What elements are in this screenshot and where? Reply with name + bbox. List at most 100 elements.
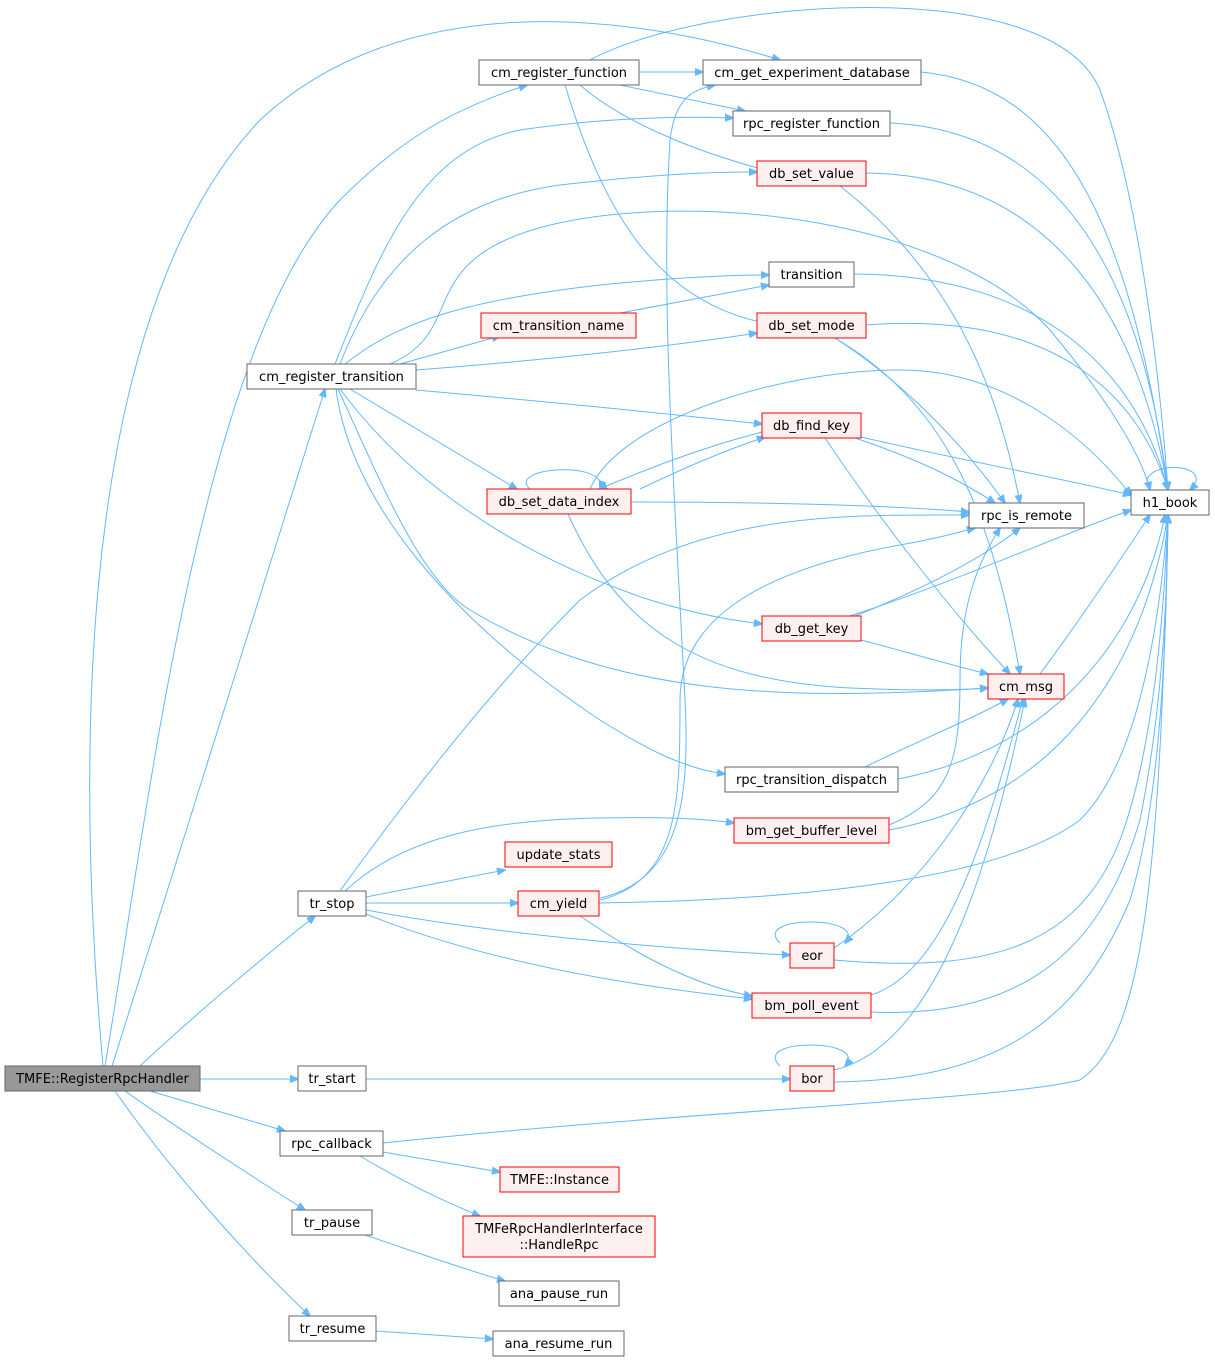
- edge-cm-yield-to-cm-get-experiment-database: [599, 85, 715, 899]
- node-cm-register-function[interactable]: cm_register_function: [478, 59, 640, 86]
- node-tr-stop[interactable]: tr_stop: [297, 890, 367, 917]
- node-update-stats[interactable]: update_stats: [504, 841, 613, 868]
- edge-eor-to-h1-book: [833, 515, 1168, 964]
- node-cm-yield[interactable]: cm_yield: [517, 890, 600, 917]
- node-ana-pause-run[interactable]: ana_pause_run: [498, 1280, 620, 1307]
- node-label: cm_register_transition: [259, 370, 404, 385]
- node-db-set-mode[interactable]: db_set_mode: [756, 312, 867, 339]
- node-tr-start[interactable]: tr_start: [297, 1065, 367, 1092]
- node-label: TMFeRpcHandlerInterface: [474, 1222, 643, 1237]
- node-label: bm_poll_event: [764, 999, 858, 1014]
- node-label: rpc_is_remote: [981, 509, 1072, 524]
- edge-rpc-callback-to-h1-book: [382, 515, 1168, 1144]
- edge-cm-register-function-to-h1-book: [589, 7, 1168, 491]
- node-bor[interactable]: bor: [789, 1065, 835, 1092]
- node-transition[interactable]: transition: [768, 261, 855, 288]
- node-box: [789, 1065, 835, 1092]
- node-box: [751, 992, 872, 1019]
- node-box: [702, 59, 922, 86]
- node-db-get-key[interactable]: db_get_key: [761, 615, 862, 642]
- node-box: [987, 673, 1065, 700]
- node-db-find-key[interactable]: db_find_key: [761, 412, 862, 439]
- node-label: rpc_register_function: [743, 117, 880, 132]
- edge-cm-register-transition-to-rpc-transition-dispatch: [335, 388, 725, 774]
- node-label: db_find_key: [773, 419, 850, 434]
- node-register-rpc-handler[interactable]: TMFE::RegisterRpcHandler: [4, 1065, 201, 1092]
- edge-rpc-callback-to-handle-rpc: [359, 1155, 480, 1216]
- edge-h1-book-to-h1-book: [1146, 467, 1196, 491]
- node-label: cm_register_function: [491, 66, 627, 81]
- node-cm-msg[interactable]: cm_msg: [987, 673, 1065, 700]
- node-tr-resume[interactable]: tr_resume: [288, 1315, 377, 1342]
- node-box: [462, 1215, 656, 1258]
- node-box: [517, 890, 600, 917]
- edge-db-get-key-to-cm-msg: [860, 639, 988, 674]
- node-bm-get-buffer-level[interactable]: bm_get_buffer_level: [733, 817, 890, 844]
- node-label: cm_transition_name: [493, 319, 625, 334]
- edge-cm-yield-to-bm-poll-event: [579, 915, 752, 996]
- node-eor[interactable]: eor: [789, 942, 835, 969]
- node-box: [492, 1330, 625, 1357]
- node-tr-pause[interactable]: tr_pause: [291, 1209, 373, 1236]
- edge-register-rpc-handler-to-tr-stop: [139, 916, 315, 1067]
- node-label: h1_book: [1143, 496, 1198, 511]
- node-box: [504, 841, 613, 868]
- edge-cm-register-transition-to-cm-msg: [337, 388, 988, 695]
- node-label: db_get_key: [775, 622, 849, 637]
- edge-db-set-data-index-to-db-find-key: [639, 437, 765, 490]
- node-rpc-callback[interactable]: rpc_callback: [279, 1130, 384, 1157]
- node-cm-get-experiment-database[interactable]: cm_get_experiment_database: [702, 59, 922, 86]
- edge-cm-register-transition-to-db-set-mode: [415, 333, 757, 371]
- edge-cm-register-transition-to-rpc-register-function: [334, 117, 733, 365]
- node-rpc-register-function[interactable]: rpc_register_function: [732, 110, 891, 137]
- edge-cm-register-function-to-db-set-value: [579, 84, 765, 170]
- edge-bm-poll-event-to-cm-msg: [870, 699, 1023, 996]
- edge-cm-yield-to-h1-book: [598, 515, 1168, 904]
- edge-cm-register-function-to-db-set-mode: [564, 84, 765, 323]
- node-ana-resume-run[interactable]: ana_resume_run: [492, 1330, 625, 1357]
- node-box: [724, 766, 899, 793]
- node-label: cm_msg: [999, 680, 1053, 695]
- node-box: [761, 412, 862, 439]
- edge-db-get-key-to-h1-book: [849, 510, 1131, 617]
- edge-db-find-key-to-rpc-is-remote: [854, 437, 995, 503]
- edge-tr-stop-to-eor: [365, 909, 790, 955]
- node-box: [1130, 489, 1210, 516]
- node-label: db_set_data_index: [499, 495, 620, 510]
- node-label: tr_start: [308, 1072, 355, 1087]
- node-cm-transition-name[interactable]: cm_transition_name: [480, 312, 637, 339]
- edge-cm-register-function-to-rpc-register-function: [619, 84, 745, 111]
- edge-tr-pause-to-ana-pause-run: [364, 1234, 505, 1281]
- edge-eor-to-cm-msg: [833, 699, 1018, 949]
- node-box: [761, 615, 862, 642]
- edge-cm-register-transition-to-db-get-key: [339, 388, 762, 624]
- node-box: [733, 817, 890, 844]
- node-handle-rpc[interactable]: TMFeRpcHandlerInterface::HandleRpc: [462, 1215, 656, 1258]
- node-h1-book[interactable]: h1_book: [1130, 489, 1210, 516]
- edge-db-set-data-index-to-db-set-data-index: [526, 469, 601, 489]
- node-label: transition: [781, 268, 843, 283]
- node-db-set-value[interactable]: db_set_value: [756, 160, 867, 187]
- node-rpc-transition-dispatch[interactable]: rpc_transition_dispatch: [724, 766, 899, 793]
- edge-register-rpc-handler-to-tr-resume: [114, 1090, 310, 1316]
- node-box: [486, 488, 632, 515]
- node-cm-register-transition[interactable]: cm_register_transition: [246, 363, 417, 390]
- edge-bm-get-buffer-level-to-h1-book: [888, 515, 1168, 831]
- edge-cm-register-transition-to-h1-book: [389, 210, 1150, 490]
- node-box: [288, 1315, 377, 1342]
- node-tmfe-instance[interactable]: TMFE::Instance: [499, 1166, 620, 1193]
- edge-cm-register-transition-to-db-set-value: [339, 172, 757, 365]
- node-bm-poll-event[interactable]: bm_poll_event: [751, 992, 872, 1019]
- edge-bor-to-cm-msg: [833, 699, 1025, 1071]
- node-label: tr_stop: [309, 897, 354, 912]
- edge-bm-poll-event-to-h1-book: [870, 515, 1168, 1013]
- node-box: [480, 312, 637, 339]
- node-box: [297, 1065, 367, 1092]
- node-label: ::HandleRpc: [519, 1238, 598, 1253]
- node-rpc-is-remote[interactable]: rpc_is_remote: [968, 502, 1085, 529]
- edge-tr-stop-to-update-stats: [365, 870, 505, 898]
- node-label: bm_get_buffer_level: [746, 824, 877, 839]
- node-box: [756, 160, 867, 187]
- node-db-set-data-index[interactable]: db_set_data_index: [486, 488, 632, 515]
